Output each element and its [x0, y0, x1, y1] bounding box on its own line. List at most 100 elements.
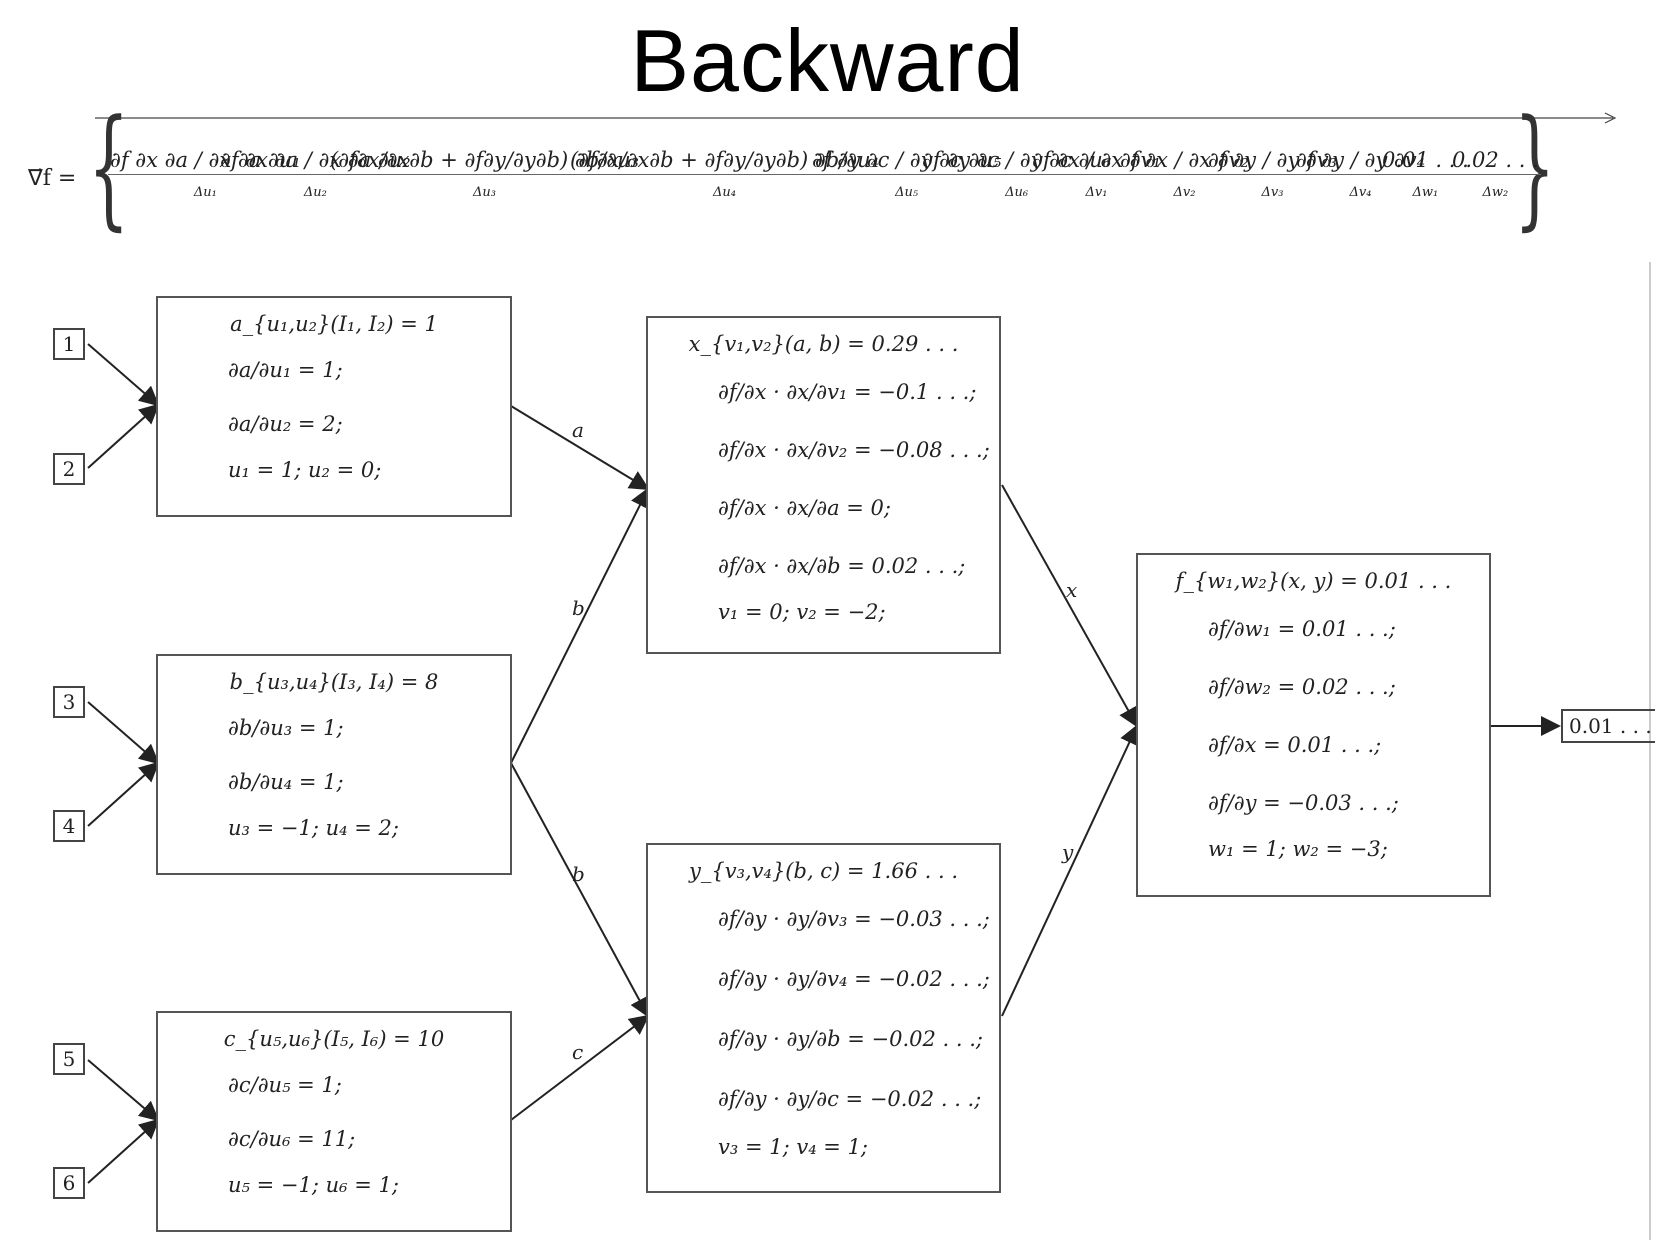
term-label: Δu₃	[473, 185, 497, 200]
edge-c-y	[510, 1014, 650, 1121]
node-y-derivative: ∂f/∂y · ∂y/∂b = −0.02 . . .;	[718, 1027, 983, 1051]
output-node: 0.01 . . .	[1561, 709, 1655, 743]
node-b-derivative: ∂b/∂u₄ = 1;	[228, 770, 344, 794]
node-x-box: x_{v₁,v₂}(a, b) = 0.29 . . . ∂f/∂x · ∂x/…	[646, 316, 1001, 654]
edge-x-f	[1001, 484, 1138, 728]
edge-label-b: b	[572, 596, 585, 620]
node-x-weights: v₁ = 0; v₂ = −2;	[718, 600, 886, 624]
node-c-derivative: ∂c/∂u₆ = 11;	[228, 1127, 356, 1151]
edge-4-b	[87, 761, 160, 827]
overline-arrow	[95, 112, 1617, 124]
node-c-derivative: ∂c/∂u₅ = 1;	[228, 1073, 342, 1097]
node-f-derivative: ∂f/∂w₂ = 0.02 . . .;	[1208, 675, 1396, 699]
edge-b-y	[510, 762, 649, 1018]
edge-label-a: a	[572, 418, 584, 442]
term-expression: ∂f ∂y / ∂y ∂v₄	[1294, 148, 1427, 175]
node-y-derivative: ∂f/∂y · ∂y/∂v₃ = −0.03 . . .;	[718, 907, 990, 931]
input-node-4: 4	[53, 810, 85, 842]
node-b-weights: u₃ = −1; u₄ = 2;	[228, 816, 399, 840]
node-x-value: x_{v₁,v₂}(a, b) = 0.29 . . .	[688, 332, 959, 356]
edge-3-b	[87, 701, 160, 765]
node-x-derivative: ∂f/∂x · ∂x/∂a = 0;	[718, 496, 891, 520]
term-expression: ∂f ∂y / ∂y ∂v₃	[1206, 148, 1339, 175]
term-label: Δv₂	[1173, 185, 1196, 200]
input-node-1: 1	[53, 328, 85, 360]
edge-label-x: x	[1066, 578, 1078, 602]
term-expression: ∂f ∂x ∂a / ∂x ∂a ∂u₂	[218, 148, 413, 175]
node-f-derivative: ∂f/∂x = 0.01 . . .;	[1208, 733, 1382, 757]
gradient-term: (∂f∂x/∂x∂b + ∂f∂y/∂y∂b) ∂b/∂u₄ Δu₄	[568, 148, 882, 200]
edge-label-c: c	[572, 1040, 584, 1064]
gradient-term: ∂f ∂x / ∂x ∂v₁ Δv₁	[1030, 148, 1163, 200]
gradient-term: ∂f ∂x ∂a / ∂x ∂a ∂u₂ Δu₂	[218, 148, 413, 200]
node-y-box: y_{v₃,v₄}(b, c) = 1.66 . . . ∂f/∂y · ∂y/…	[646, 843, 1001, 1193]
term-expression: ∂f ∂y ∂c / ∂y ∂c ∂u₅	[810, 148, 1004, 175]
node-b-box: b_{u₃,u₄}(I₃, I₄) = 8 ∂b/∂u₃ = 1; ∂b/∂u₄…	[156, 654, 512, 875]
term-label: Δu₂	[303, 185, 327, 200]
gradient-term: 0.01 . . . Δw₁	[1380, 148, 1471, 200]
node-y-derivative: ∂f/∂y · ∂y/∂c = −0.02 . . .;	[718, 1087, 982, 1111]
node-a-derivative: ∂a/∂u₂ = 2;	[228, 412, 343, 436]
input-node-3: 3	[53, 686, 85, 718]
node-a-value: a_{u₁,u₂}(I₁, I₂) = 1	[230, 312, 438, 336]
node-a-box: a_{u₁,u₂}(I₁, I₂) = 1 ∂a/∂u₁ = 1; ∂a/∂u₂…	[156, 296, 512, 517]
edge-a-x	[510, 405, 650, 491]
gradient-term: ∂f ∂y / ∂y ∂v₃ Δv₃	[1206, 148, 1339, 200]
node-a-derivative: ∂a/∂u₁ = 1;	[228, 358, 343, 382]
input-node-2: 2	[53, 453, 85, 485]
right-brace: }	[1514, 91, 1556, 243]
node-b-derivative: ∂b/∂u₃ = 1;	[228, 716, 344, 740]
node-f-derivative: ∂f/∂y = −0.03 . . .;	[1208, 791, 1399, 815]
node-a-weights: u₁ = 1; u₂ = 0;	[228, 458, 382, 482]
edge-b-x	[510, 487, 649, 764]
term-expression: (∂f∂x/∂x∂b + ∂f∂y/∂y∂b) ∂b/∂u₄	[568, 148, 882, 175]
term-expression: ∂f ∂y ∂c / ∂y ∂c ∂u₆	[920, 148, 1114, 175]
input-node-5: 5	[53, 1043, 85, 1075]
edge-6-c	[87, 1118, 160, 1184]
node-b-value: b_{u₃,u₄}(I₃, I₄) = 8	[229, 670, 439, 694]
term-expression: ∂f ∂x / ∂x ∂v₂	[1118, 148, 1251, 175]
node-x-derivative: ∂f/∂x · ∂x/∂v₁ = −0.1 . . .;	[718, 380, 977, 404]
term-label: Δw₂	[1482, 185, 1509, 200]
gradient-term: ∂f ∂y / ∂y ∂v₄ Δv₄	[1294, 148, 1427, 200]
term-label: Δv₄	[1349, 185, 1372, 200]
term-label: Δv₁	[1085, 185, 1108, 200]
term-expression: (∂f∂x/∂x∂b + ∂f∂y/∂y∂b) ∂b/∂u₃	[328, 148, 642, 175]
term-label: Δv₃	[1261, 185, 1284, 200]
node-f-derivative: ∂f/∂w₁ = 0.01 . . .;	[1208, 617, 1396, 641]
term-expression: 0.02 . . .	[1450, 148, 1541, 175]
edge-y-f	[1001, 724, 1139, 1017]
node-y-weights: v₃ = 1; v₄ = 1;	[718, 1135, 869, 1159]
term-label: Δw₁	[1412, 185, 1439, 200]
edge-label-y: y	[1062, 840, 1074, 864]
node-c-weights: u₅ = −1; u₆ = 1;	[228, 1173, 399, 1197]
input-node-6: 6	[53, 1167, 85, 1199]
gradient-lhs: ∇⃗f =	[28, 166, 77, 191]
edge-5-c	[87, 1059, 160, 1122]
node-f-box: f_{w₁,w₂}(x, y) = 0.01 . . . ∂f/∂w₁ = 0.…	[1136, 553, 1491, 897]
edge-1-a	[87, 343, 160, 407]
node-f-value: f_{w₁,w₂}(x, y) = 0.01 . . .	[1175, 569, 1452, 593]
term-label: Δu₄	[713, 185, 737, 200]
node-y-derivative: ∂f/∂y · ∂y/∂v₄ = −0.02 . . .;	[718, 967, 990, 991]
node-f-weights: w₁ = 1; w₂ = −3;	[1208, 837, 1388, 861]
gradient-term: ∂f ∂y ∂c / ∂y ∂c ∂u₆ Δu₆	[920, 148, 1114, 200]
term-label: Δu₅	[895, 185, 919, 200]
gradient-term: ∂f ∂x / ∂x ∂v₂ Δv₂	[1118, 148, 1251, 200]
node-x-derivative: ∂f/∂x · ∂x/∂v₂ = −0.08 . . .;	[718, 438, 990, 462]
node-c-box: c_{u₅,u₆}(I₅, I₆) = 10 ∂c/∂u₅ = 1; ∂c/∂u…	[156, 1011, 512, 1232]
term-label: Δu₆	[1005, 185, 1029, 200]
left-brace: {	[88, 91, 130, 243]
page-title: Backward	[630, 11, 1025, 110]
node-y-value: y_{v₃,v₄}(b, c) = 1.66 . . .	[688, 859, 959, 883]
term-expression: ∂f ∂x / ∂x ∂v₁	[1030, 148, 1163, 175]
term-expression: 0.01 . . .	[1380, 148, 1471, 175]
term-expression: ∂f ∂x ∂a / ∂x ∂a ∂u₁	[108, 148, 303, 175]
term-label: Δu₁	[193, 185, 217, 200]
gradient-term: ∂f ∂y ∂c / ∂y ∂c ∂u₅ Δu₅	[810, 148, 1004, 200]
edge-2-a	[87, 403, 160, 469]
gradient-term: (∂f∂x/∂x∂b + ∂f∂y/∂y∂b) ∂b/∂u₃ Δu₃	[328, 148, 642, 200]
node-c-value: c_{u₅,u₆}(I₅, I₆) = 10	[223, 1027, 445, 1051]
